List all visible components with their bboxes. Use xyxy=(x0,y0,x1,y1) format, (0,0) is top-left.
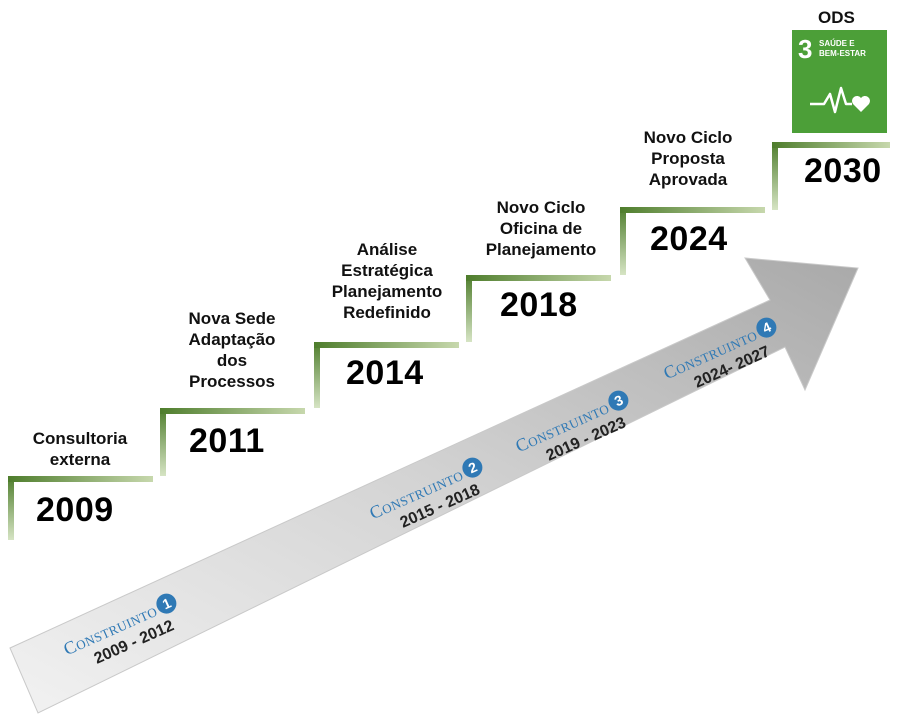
sdg-3-tile: 3 SAÚDE E BEM-ESTAR xyxy=(792,30,887,133)
sdg-number: 3 xyxy=(798,34,813,64)
ods-title: ODS xyxy=(818,8,855,27)
milestone-year-2030: 2030 xyxy=(804,152,882,190)
milestone-year-2018: 2018 xyxy=(500,286,578,324)
milestone-year-2014: 2014 xyxy=(346,354,424,392)
sdg-title-line2: BEM-ESTAR xyxy=(819,49,866,58)
milestone-year-2024: 2024 xyxy=(650,220,728,258)
milestone-year-2011: 2011 xyxy=(189,422,265,460)
sdg-title-line1: SAÚDE E xyxy=(819,39,855,48)
milestone-year-2009: 2009 xyxy=(36,491,114,529)
heartbeat-icon xyxy=(810,86,870,114)
